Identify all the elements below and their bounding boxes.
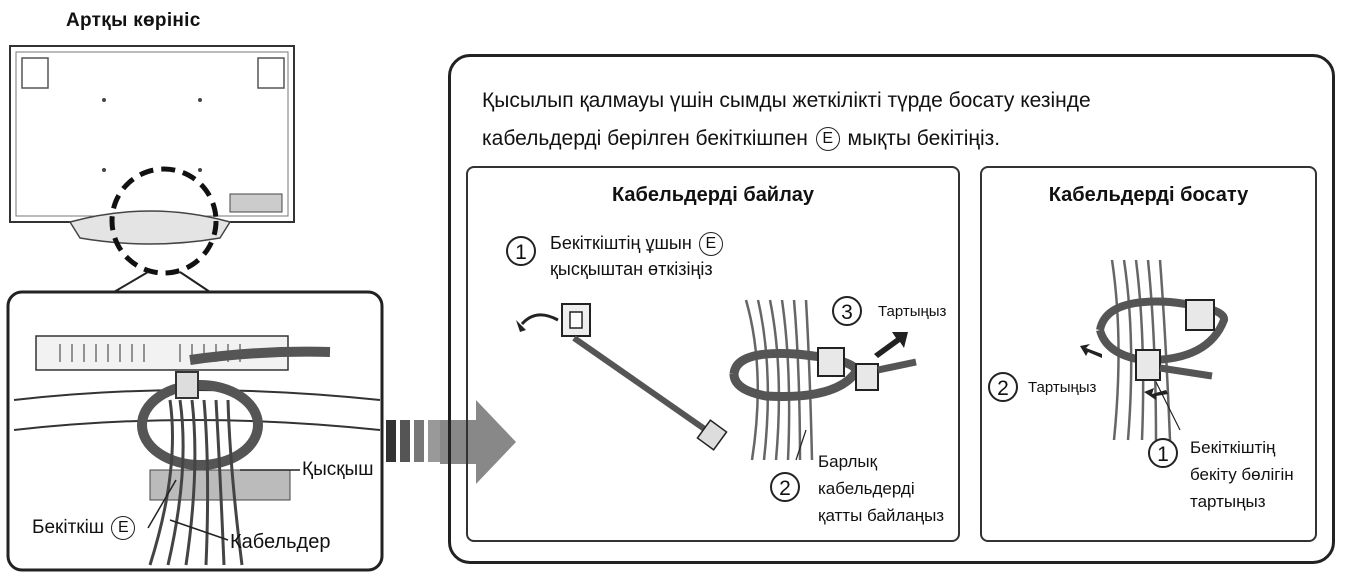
- step-number: 3: [832, 296, 862, 326]
- step-number: 2: [770, 472, 800, 502]
- release-step-1-line-3: тартыңыз: [1190, 492, 1266, 511]
- fastener-mark-e: E: [815, 127, 840, 152]
- release-step-1-line-2: бекіту бөлігін: [1190, 465, 1294, 484]
- tie-step-1-line-1: Бекіткіштің ұшын: [550, 233, 692, 253]
- tie-step-2-line-3: қатты байлаңыз: [818, 506, 945, 525]
- tie-step-1-line-2: қысқыштан өткізіңіз: [550, 259, 713, 280]
- instructions-line-2-start: кабельдерді берілген бекіткішпен: [482, 127, 808, 150]
- pull-label: Тартыңыз: [878, 303, 947, 320]
- tie-step-1-text: Бекіткіштің ұшын E қысқыштан өткізіңіз: [550, 230, 810, 282]
- release-step-2: 2 Тартыңыз: [988, 372, 1096, 402]
- release-tie-illustration: [1080, 259, 1228, 441]
- tie-step-2-line-2: кабельдерді: [818, 479, 915, 498]
- cables-label: Кабельдер: [230, 531, 331, 553]
- instructions-line-2-end: мықты бекітіңіз.: [847, 127, 1001, 150]
- fastener-label: Бекіткіш E: [32, 516, 137, 540]
- release-cables-title: Кабельдерді босату: [1048, 184, 1249, 206]
- step-number: 1: [1148, 438, 1178, 468]
- release-cables-panel: [980, 166, 1317, 542]
- tie-cables-panel: [466, 166, 960, 542]
- tie-step-2-line-1: Барлық: [818, 452, 878, 471]
- release-step-1-text: Бекіткіштің бекіту бөлігін тартыңыз: [1190, 434, 1330, 515]
- fastener-mark-e: E: [698, 232, 723, 257]
- cable-tie-illustration: [516, 299, 917, 461]
- clamp-label: Қысқыш: [302, 459, 374, 480]
- instruction-box: [448, 54, 1335, 564]
- fastener-text: Бекіткіш: [32, 517, 105, 539]
- tie-cables-title: Кабельдерді байлау: [611, 184, 815, 206]
- transition-arrow-icon: [440, 400, 516, 484]
- tie-step-2-text: Барлық кабельдерді қатты байлаңыз: [818, 448, 958, 529]
- tv-rear-illustration: [6, 45, 440, 572]
- step-number: 1: [506, 236, 536, 266]
- rear-view-title: Артқы көрініс: [66, 10, 201, 31]
- tie-step-3: 3 Тартыңыз: [832, 296, 946, 326]
- step-number: 2: [988, 372, 1018, 402]
- release-step-1-line-1: Бекіткіштің: [1190, 438, 1276, 457]
- pull-label: Тартыңыз: [1028, 379, 1097, 396]
- instructions-line-1: Қысылып қалмауы үшін сымды жеткілікті тү…: [482, 89, 1091, 112]
- instructions-line-2: кабельдерді берілген бекіткішпен E мықты…: [482, 120, 1091, 158]
- instructions-text: Қысылып қалмауы үшін сымды жеткілікті тү…: [482, 82, 1091, 158]
- fastener-mark: E: [111, 516, 136, 540]
